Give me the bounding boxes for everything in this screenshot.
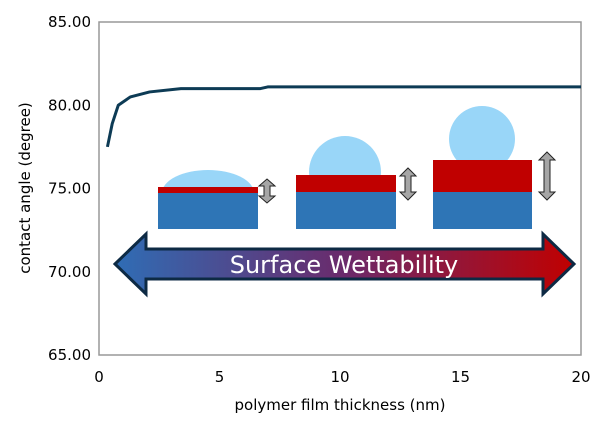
y-tick-label: 70.00 xyxy=(48,263,91,281)
wettability-illustration: Surface Wettability xyxy=(112,106,577,298)
y-tick-label: 75.00 xyxy=(48,180,91,198)
panel-medium-film xyxy=(296,136,418,229)
x-tick-label: 0 xyxy=(94,368,104,386)
x-tick-label: 15 xyxy=(451,368,470,386)
polymer-film xyxy=(296,175,396,192)
polymer-film xyxy=(158,187,258,193)
droplet xyxy=(449,106,515,172)
series-line xyxy=(105,85,581,148)
wettability-arrow xyxy=(112,230,577,298)
plot-frame xyxy=(98,21,582,356)
panel-thin-film xyxy=(158,170,277,229)
panel-thick-film xyxy=(433,106,557,229)
substrate xyxy=(433,192,532,229)
y-tick-label: 85.00 xyxy=(48,13,91,31)
y-axis-label: contact angle (degree) xyxy=(16,102,34,274)
y-tick-label: 80.00 xyxy=(48,96,91,114)
double-arrow-icon xyxy=(537,151,557,201)
x-tick-label: 10 xyxy=(330,368,349,386)
wettability-label: Surface Wettability xyxy=(230,251,459,279)
y-tick-label: 65.00 xyxy=(48,346,91,364)
substrate xyxy=(158,193,258,229)
x-axis-label: polymer film thickness (nm) xyxy=(235,396,446,414)
double-arrow-icon xyxy=(398,167,418,201)
polymer-film xyxy=(433,160,532,192)
x-tick-label: 5 xyxy=(215,368,225,386)
x-tick-label: 20 xyxy=(571,368,590,386)
double-arrow-icon xyxy=(257,178,277,204)
substrate xyxy=(296,192,396,229)
